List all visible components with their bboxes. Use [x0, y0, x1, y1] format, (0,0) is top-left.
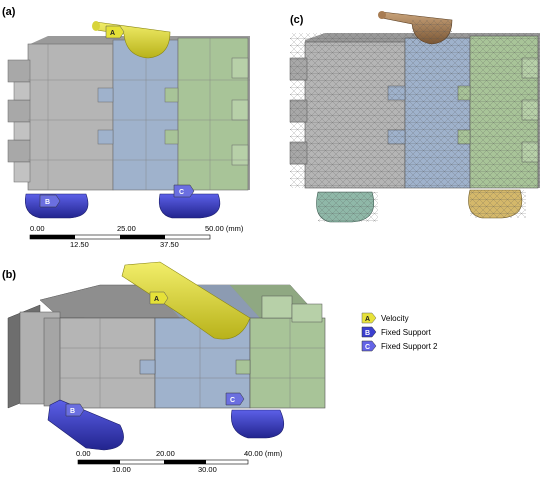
panel-b-label: (b) — [2, 269, 16, 281]
legend-item-fixed-support: B Fixed Support — [361, 326, 432, 338]
scale-b-tick-10: 10.00 — [112, 465, 131, 474]
panel-a-tag-a: A — [105, 25, 125, 39]
panel-a-label: (a) — [2, 6, 16, 18]
svg-text:Fixed Support: Fixed Support — [381, 328, 432, 337]
svg-text:B: B — [45, 199, 50, 206]
panel-b-support-b: B — [47, 399, 124, 451]
svg-text:A: A — [154, 296, 159, 303]
panel-c: (c) — [289, 11, 540, 223]
scale-a-tick-25: 25.00 — [117, 224, 136, 233]
panel-a-support-c: C — [158, 184, 221, 219]
panel-c-label: (c) — [290, 14, 304, 26]
panel-a: (a) — [2, 6, 250, 249]
panel-c-right-support — [468, 189, 526, 219]
svg-text:C: C — [179, 189, 184, 196]
scale-a-tick-37-5: 37.50 — [160, 240, 179, 249]
panel-a-scale-bar: 0.00 25.00 50.00 (mm) 12.50 37.50 — [29, 224, 244, 249]
scale-b-tick-20: 20.00 — [156, 449, 175, 458]
panel-a-specimen — [7, 36, 250, 191]
svg-text:C: C — [230, 397, 235, 404]
svg-text:Fixed Support 2: Fixed Support 2 — [381, 342, 438, 351]
legend-item-fixed-support-2: C Fixed Support 2 — [361, 340, 438, 352]
svg-text:B: B — [365, 330, 370, 337]
panel-c-top-roller — [378, 11, 453, 45]
svg-text:A: A — [110, 30, 115, 37]
panel-b-support-c: C — [225, 392, 284, 439]
panel-c-mesh-specimen — [289, 33, 540, 189]
svg-text:B: B — [70, 408, 75, 415]
scale-a-tick-12-5: 12.50 — [70, 240, 89, 249]
panel-c-left-support — [316, 191, 378, 223]
panel-b-velocity-roller — [121, 261, 251, 340]
panel-b-scale-bar: 0.00 20.00 40.00 (mm) 10.00 30.00 — [76, 449, 283, 474]
svg-text:A: A — [365, 316, 370, 323]
panel-b: (b) — [2, 261, 326, 474]
svg-text:Velocity: Velocity — [381, 314, 409, 323]
scale-a-tick-50: 50.00 (mm) — [205, 224, 244, 233]
panel-a-support-b: B — [25, 193, 89, 219]
scale-a-tick-0: 0.00 — [30, 224, 45, 233]
legend-item-velocity: A Velocity — [361, 312, 409, 324]
scale-b-tick-0: 0.00 — [76, 449, 91, 458]
scale-b-tick-30: 30.00 — [198, 465, 217, 474]
svg-text:C: C — [365, 344, 370, 351]
panel-b-tag-a: A — [149, 291, 169, 305]
scale-b-tick-40: 40.00 (mm) — [244, 449, 283, 458]
legend: A Velocity B Fixed Support C Fixed Suppo… — [361, 312, 438, 352]
